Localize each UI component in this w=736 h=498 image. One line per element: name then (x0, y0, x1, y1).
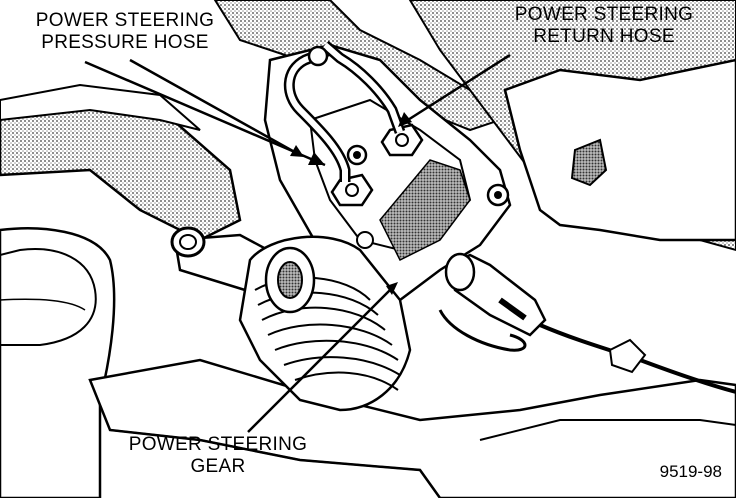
label-gear-line1: POWER STEERING (128, 434, 308, 455)
wheel-well (0, 227, 116, 498)
leader-lines (84, 53, 511, 433)
arrowhead-pressure-b (290, 145, 304, 157)
valve-shadow (379, 159, 471, 262)
arrowhead-pressure-a (308, 152, 325, 165)
wire-clip (608, 338, 647, 374)
hose-loop (438, 309, 527, 352)
leader-return (399, 53, 511, 127)
leader-gear (247, 284, 396, 433)
label-pressure-hose-line1: POWER STEERING (35, 10, 215, 31)
arrowhead-gear (386, 282, 398, 295)
wheel-inner (0, 248, 97, 346)
label-pressure-hose-line2: PRESSURE HOSE (41, 32, 209, 53)
right-bracket (503, 58, 736, 242)
gear-boot (238, 235, 412, 412)
label-gear: POWER STEERING GEAR (118, 434, 318, 478)
label-return-hose-line2: RETURN HOSE (533, 26, 675, 47)
pressure-fitting (330, 173, 374, 207)
label-pressure-hose: POWER STEERING PRESSURE HOSE (30, 10, 220, 54)
leader-pressure-b (129, 58, 301, 157)
figure-number: 9519-98 (659, 462, 722, 481)
frame-rail-top (0, 83, 201, 131)
label-gear-line2: GEAR (190, 456, 246, 477)
sensor-connector (444, 252, 547, 337)
bracket-slot (570, 138, 608, 187)
label-return-hose-line1: POWER STEERING (514, 4, 694, 25)
mount-bolt (346, 144, 510, 249)
label-return-hose: POWER STEERING RETURN HOSE (502, 4, 706, 48)
return-fitting (380, 123, 424, 157)
arrowhead-return (398, 112, 412, 127)
